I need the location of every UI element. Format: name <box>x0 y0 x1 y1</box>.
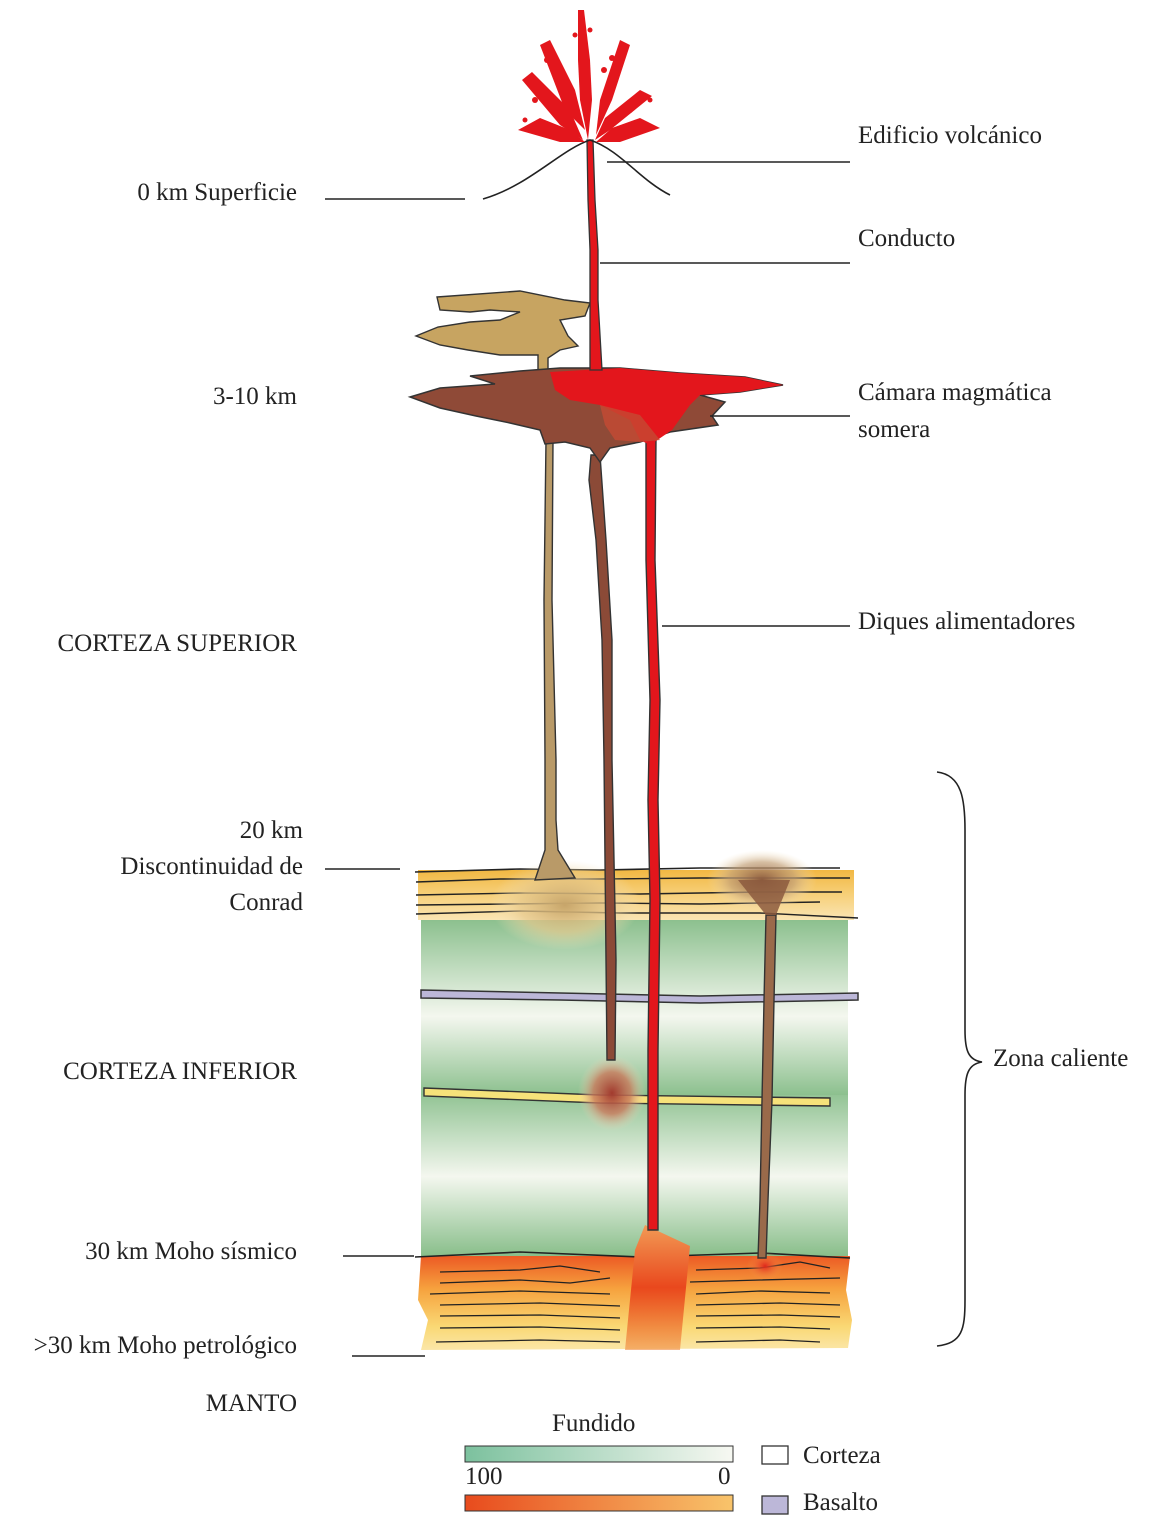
mantle-label: MANTO <box>206 1388 297 1421</box>
hot-zone-brace <box>937 772 982 1346</box>
chamber-label-line2: somera <box>858 414 930 447</box>
upper-crust-label: CORTEZA SUPERIOR <box>57 628 297 661</box>
moho-seismic-label: 30 km Moho sísmico <box>85 1236 297 1269</box>
legend-max: 0 <box>718 1461 731 1494</box>
surface-label: 0 km Superficie <box>137 177 297 210</box>
eruption-plume <box>518 10 660 142</box>
lower-crust-melt-blob <box>578 1055 646 1131</box>
legend-min: 100 <box>465 1461 503 1494</box>
depth-20-label: 20 km <box>240 815 303 848</box>
moho-petrologic-label: >30 km Moho petrológico <box>34 1330 297 1363</box>
legend-crust-label: Corteza <box>803 1440 881 1473</box>
depth-3-10-label: 3-10 km <box>213 381 297 414</box>
basalt-swatch <box>762 1496 788 1514</box>
feeder-dikes-label: Diques alimentadores <box>858 606 1075 639</box>
chamber-label-line1: Cámara magmática <box>858 377 1052 410</box>
legend-basalt-label: Basalto <box>803 1487 878 1520</box>
conrad-label-line1: Discontinuidad de <box>120 851 303 884</box>
volcanic-edifice <box>483 140 670 199</box>
legend-title: Fundido <box>552 1408 635 1441</box>
lower-crust-label: CORTEZA INFERIOR <box>63 1056 297 1089</box>
volcanic-conduit <box>587 140 602 370</box>
crust-swatch <box>762 1446 788 1464</box>
magma-chamber <box>410 368 783 462</box>
conduit-label: Conducto <box>858 223 955 256</box>
conrad-label-line2: Conrad <box>229 887 303 920</box>
hot-zone-label: Zona caliente <box>993 1043 1128 1076</box>
melt-legend <box>465 1446 788 1514</box>
volcanic-edifice-label: Edificio volcánico <box>858 120 1042 153</box>
tan-sill-complex <box>416 291 590 380</box>
